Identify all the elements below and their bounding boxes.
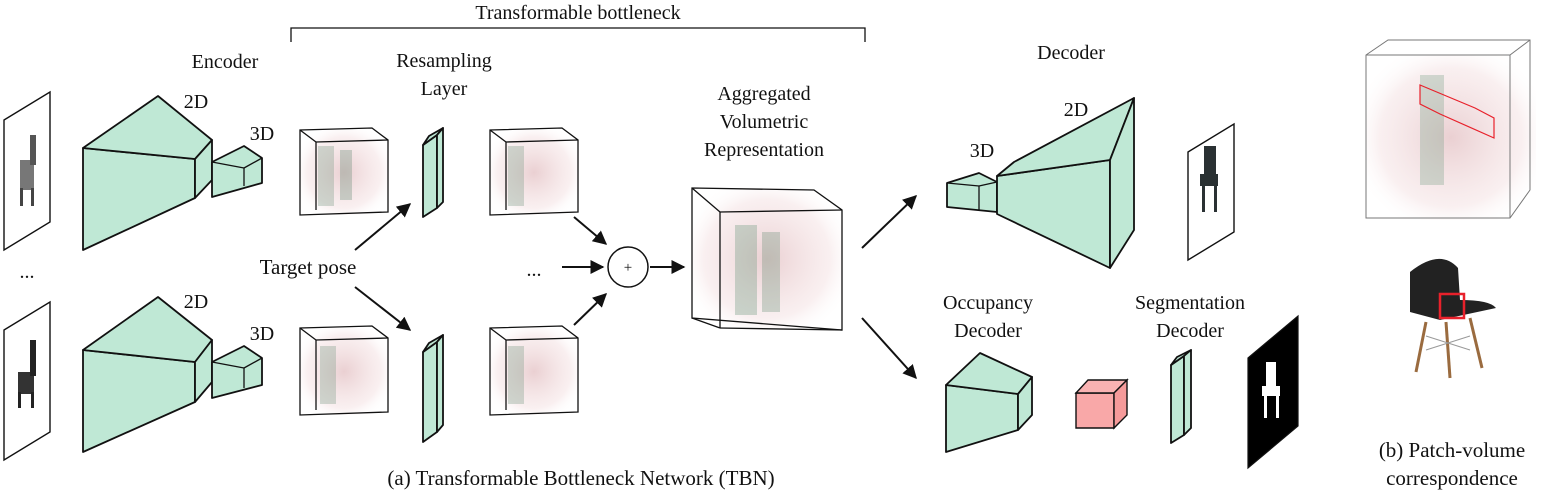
segmentation-slab xyxy=(1170,349,1192,444)
resampling-label-line1: Resampling xyxy=(396,50,492,72)
encoder-top: 2D 3D xyxy=(82,91,274,251)
arrow-bottom-to-sum xyxy=(573,293,608,326)
label-3d: 3D xyxy=(250,323,274,345)
arrow-volume-to-decoder xyxy=(861,195,918,249)
chair-silhouette xyxy=(1266,362,1276,388)
resampling-slab-bottom xyxy=(422,334,444,443)
output-image xyxy=(1187,122,1235,262)
feature-volume-top-right xyxy=(489,127,579,216)
segmentation-label-line1: Segmentation xyxy=(1135,292,1245,314)
decoder-label: Decoder xyxy=(1037,42,1105,64)
label-2d: 2D xyxy=(184,291,208,313)
segmentation-label-line2: Decoder xyxy=(1156,320,1224,342)
caption-b-line1: (b) Patch-volume xyxy=(1379,438,1525,462)
occupancy-label-line1: Occupancy xyxy=(943,292,1033,314)
caption-b-line2: correspondence xyxy=(1386,466,1518,490)
chair-photo xyxy=(1410,258,1496,379)
bottleneck-label: Transformable bottleneck xyxy=(475,2,680,24)
arrow-volume-to-occupancy xyxy=(861,317,917,380)
resampling-slab-top xyxy=(422,127,444,218)
bottleneck-bracket: Transformable bottleneck xyxy=(290,2,866,42)
aggregated-label-line3: Representation xyxy=(704,139,824,161)
feature-volume-top-left xyxy=(299,127,389,216)
plus-sign: + xyxy=(624,260,632,276)
ellipsis-views: ... xyxy=(527,259,542,281)
arrow-top-to-sum xyxy=(573,216,608,245)
label-3d: 3D xyxy=(250,123,274,145)
chair-icon xyxy=(1204,146,1216,176)
aggregated-volume xyxy=(691,187,843,331)
decoder-block: 2D 3D xyxy=(946,97,1135,269)
target-pose-label: Target pose xyxy=(260,255,357,279)
label-3d: 3D xyxy=(970,140,994,162)
occupancy-cube xyxy=(1074,378,1129,430)
caption-a: (a) Transformable Bottleneck Network (TB… xyxy=(387,466,774,490)
aggregated-label-line1: Aggregated xyxy=(717,83,810,105)
input-image-top xyxy=(3,90,51,252)
aggregated-label-line2: Volumetric xyxy=(720,111,809,133)
feature-volume-bottom-right xyxy=(489,325,579,416)
label-2d: 2D xyxy=(184,91,208,113)
highlight-patch xyxy=(1438,292,1466,320)
patch-volume-cube xyxy=(1365,39,1536,220)
encoder-bottom: 2D 3D xyxy=(82,291,274,453)
occupancy-decoder-block xyxy=(945,352,1033,453)
highlight-ray xyxy=(1419,84,1495,139)
resampling-label-line2: Layer xyxy=(421,78,468,100)
occupancy-label-line2: Decoder xyxy=(954,320,1022,342)
arrow-pose-to-top xyxy=(354,203,412,251)
chair-icon xyxy=(18,372,34,394)
label-2d: 2D xyxy=(1064,99,1088,121)
sum-node: + xyxy=(607,246,649,288)
encoder-label: Encoder xyxy=(192,51,259,73)
segmentation-mask xyxy=(1247,314,1299,470)
input-image-bottom xyxy=(3,300,51,462)
feature-volume-bottom-left xyxy=(299,325,389,416)
arrow-pose-to-bottom xyxy=(354,286,412,331)
chair-seat xyxy=(1410,258,1496,320)
chair-icon xyxy=(20,160,34,190)
ellipsis-inputs: ... xyxy=(20,261,35,283)
